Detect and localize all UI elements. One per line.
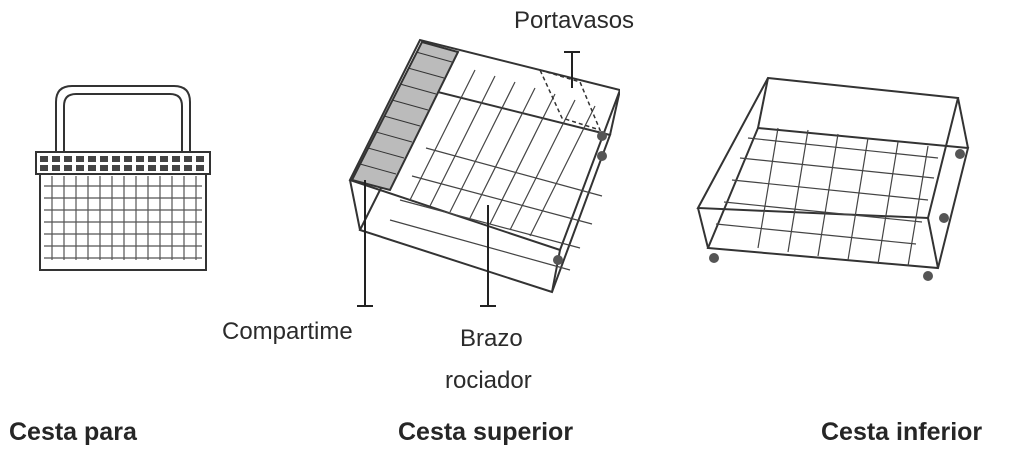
cutlery-basket-caption: Cesta para	[9, 418, 137, 446]
cutlery-basket-illustration	[35, 85, 211, 271]
compartime-label: Compartime	[222, 318, 353, 345]
upper-basket-illustration	[348, 38, 620, 294]
upper-basket-caption: Cesta superior	[398, 418, 574, 446]
lower-basket-caption: Cesta inferior	[821, 418, 983, 446]
lower-basket-illustration	[696, 76, 970, 281]
portavasos-label: Portavasos	[514, 7, 635, 34]
brazo-label-line1: Brazo	[460, 325, 523, 352]
brazo-label-line2: rociador	[445, 367, 532, 394]
